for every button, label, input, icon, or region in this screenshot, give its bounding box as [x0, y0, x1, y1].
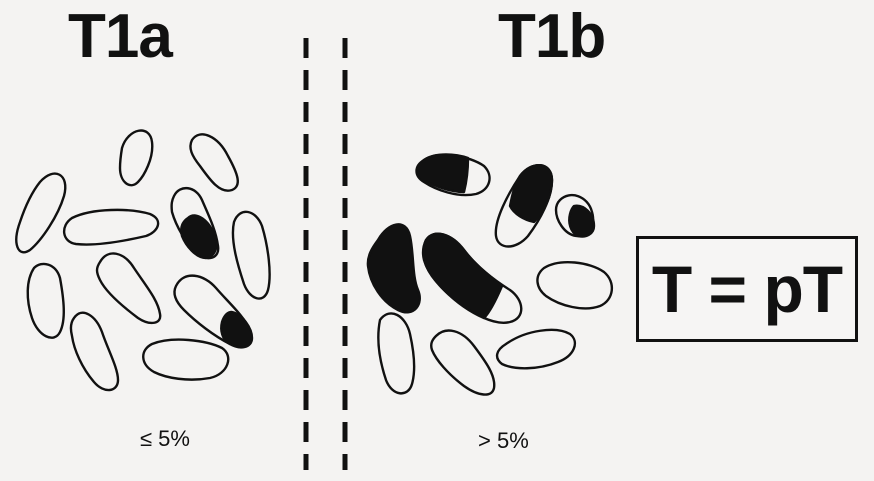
chip [120, 131, 152, 186]
chip [97, 253, 160, 322]
chip [190, 134, 237, 190]
formula-box: T = pT [636, 236, 858, 342]
t1b-threshold-label: > 5% [478, 430, 529, 452]
chip [71, 313, 118, 390]
chip [28, 264, 64, 338]
chip [233, 212, 270, 299]
tumor-region [510, 165, 552, 222]
chip [497, 330, 575, 368]
tumor-region [221, 312, 252, 347]
tumor-region [418, 155, 468, 193]
tumor-region [424, 234, 502, 318]
chip [431, 331, 494, 395]
divider [306, 38, 345, 470]
chip [537, 262, 611, 308]
t1b-tumor-chips [368, 155, 594, 323]
tumor-chip [368, 224, 420, 312]
chip [16, 174, 65, 253]
formula-text: T = pT [652, 256, 842, 322]
t1b-title: T1b [498, 6, 605, 68]
t1a-title: T1a [68, 6, 172, 68]
chip [64, 210, 158, 245]
t1a-chip-group [16, 131, 269, 391]
chip [143, 340, 228, 380]
chip [378, 313, 414, 393]
t1a-threshold-label: ≤ 5% [140, 428, 190, 450]
